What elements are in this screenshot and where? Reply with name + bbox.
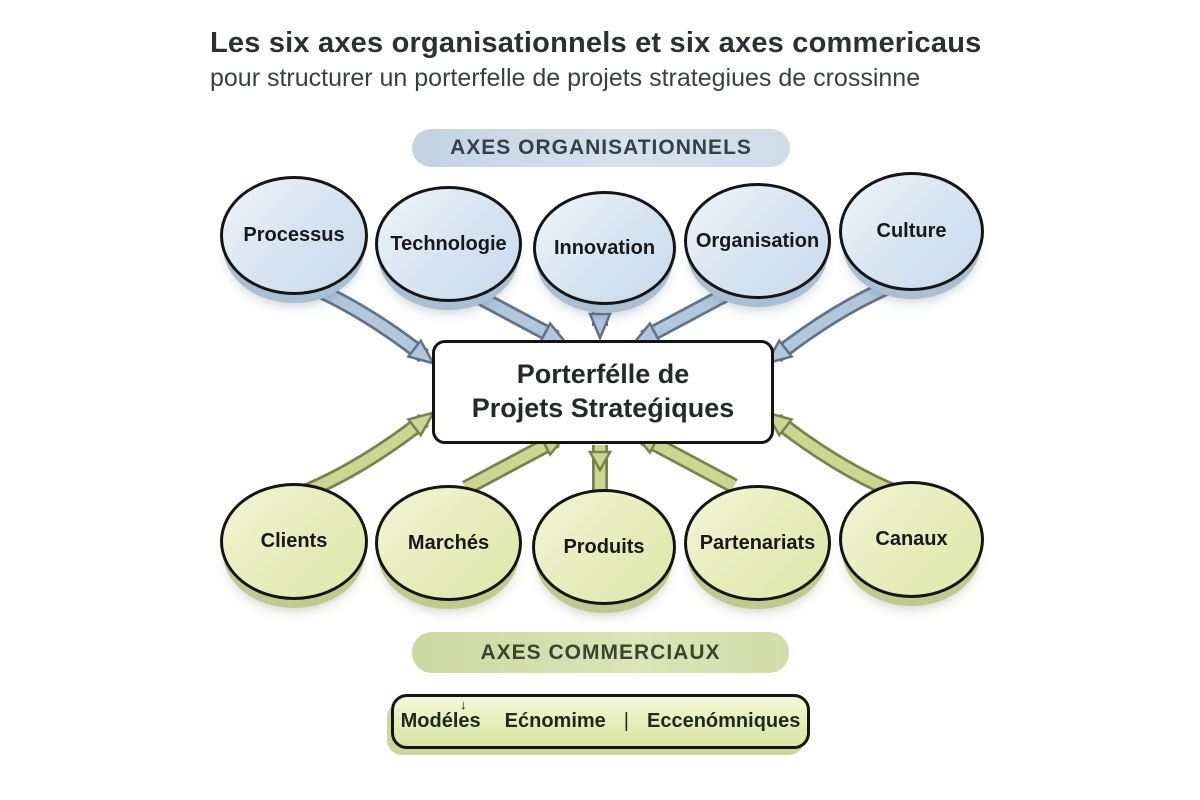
footer-word-3: Eccenómniques [647, 710, 801, 732]
node-clients: Clients [220, 483, 368, 600]
portfolio-box-line1: Porterfélle de [516, 359, 690, 390]
arrow-produits-to-portfolio [587, 445, 613, 490]
arrow-culture-to-portfolio [763, 274, 903, 366]
node-label: Organisation [695, 229, 820, 252]
arrow-marches-to-portfolio [462, 432, 570, 496]
node-organisation: Organisation [684, 183, 831, 299]
node-label: Technologie [390, 232, 507, 255]
portfolio-box-line2: Projets Strateǵiques [471, 393, 735, 423]
portfolio-box: Porterfélle de Projets Strateǵiques [432, 340, 774, 444]
node-label: Culture [876, 220, 947, 242]
diagram-subtitle: pour structurer un porterfelle de projet… [210, 63, 921, 92]
commercial-axes-header: AXES COMMERCIAUX [412, 632, 789, 673]
node-label: Innovation [553, 236, 656, 259]
footer-word-1: Modéles [400, 710, 481, 732]
arrow-technologie-to-portfolio [462, 282, 570, 346]
node-partenariats: Partenariats [684, 485, 831, 601]
node-label: Partenariats [699, 531, 816, 554]
org-axes-header: AXES ORGANISATIONNELS [412, 129, 790, 167]
node-label: Marchés [407, 531, 490, 554]
diagram-title: Les six axes organisationnels et six axe… [210, 27, 982, 59]
footer-separator: | [623, 710, 629, 732]
node-label: Produits [563, 535, 645, 558]
node-processus: Processus [220, 176, 368, 295]
business-models-box: ↓ Modéles Ećnomime | Eccenómniques [391, 694, 810, 749]
footer-word-2: Ećnomime [504, 710, 606, 732]
small-down-arrow-icon: ↓ [460, 697, 467, 712]
arrow-processus-to-portfolio [297, 274, 437, 366]
node-innovation: Innovation [533, 191, 676, 305]
node-produits: Produits [532, 489, 676, 605]
node-label: Processus [243, 224, 345, 246]
arrow-canaux-to-portfolio [763, 410, 903, 502]
node-label: Clients [260, 530, 328, 552]
node-marches: Marchés [375, 485, 522, 601]
node-culture: Culture [839, 172, 984, 291]
node-technologie: Technologie [375, 186, 522, 302]
arrow-partenariats-to-portfolio [630, 430, 738, 494]
arrow-clients-to-portfolio [297, 410, 437, 502]
node-label: Canaux [875, 528, 948, 550]
title-block: Les six axes organisationnels et six axe… [210, 26, 981, 93]
arrow-organisation-to-portfolio [630, 282, 738, 346]
node-canaux: Canaux [839, 481, 984, 598]
